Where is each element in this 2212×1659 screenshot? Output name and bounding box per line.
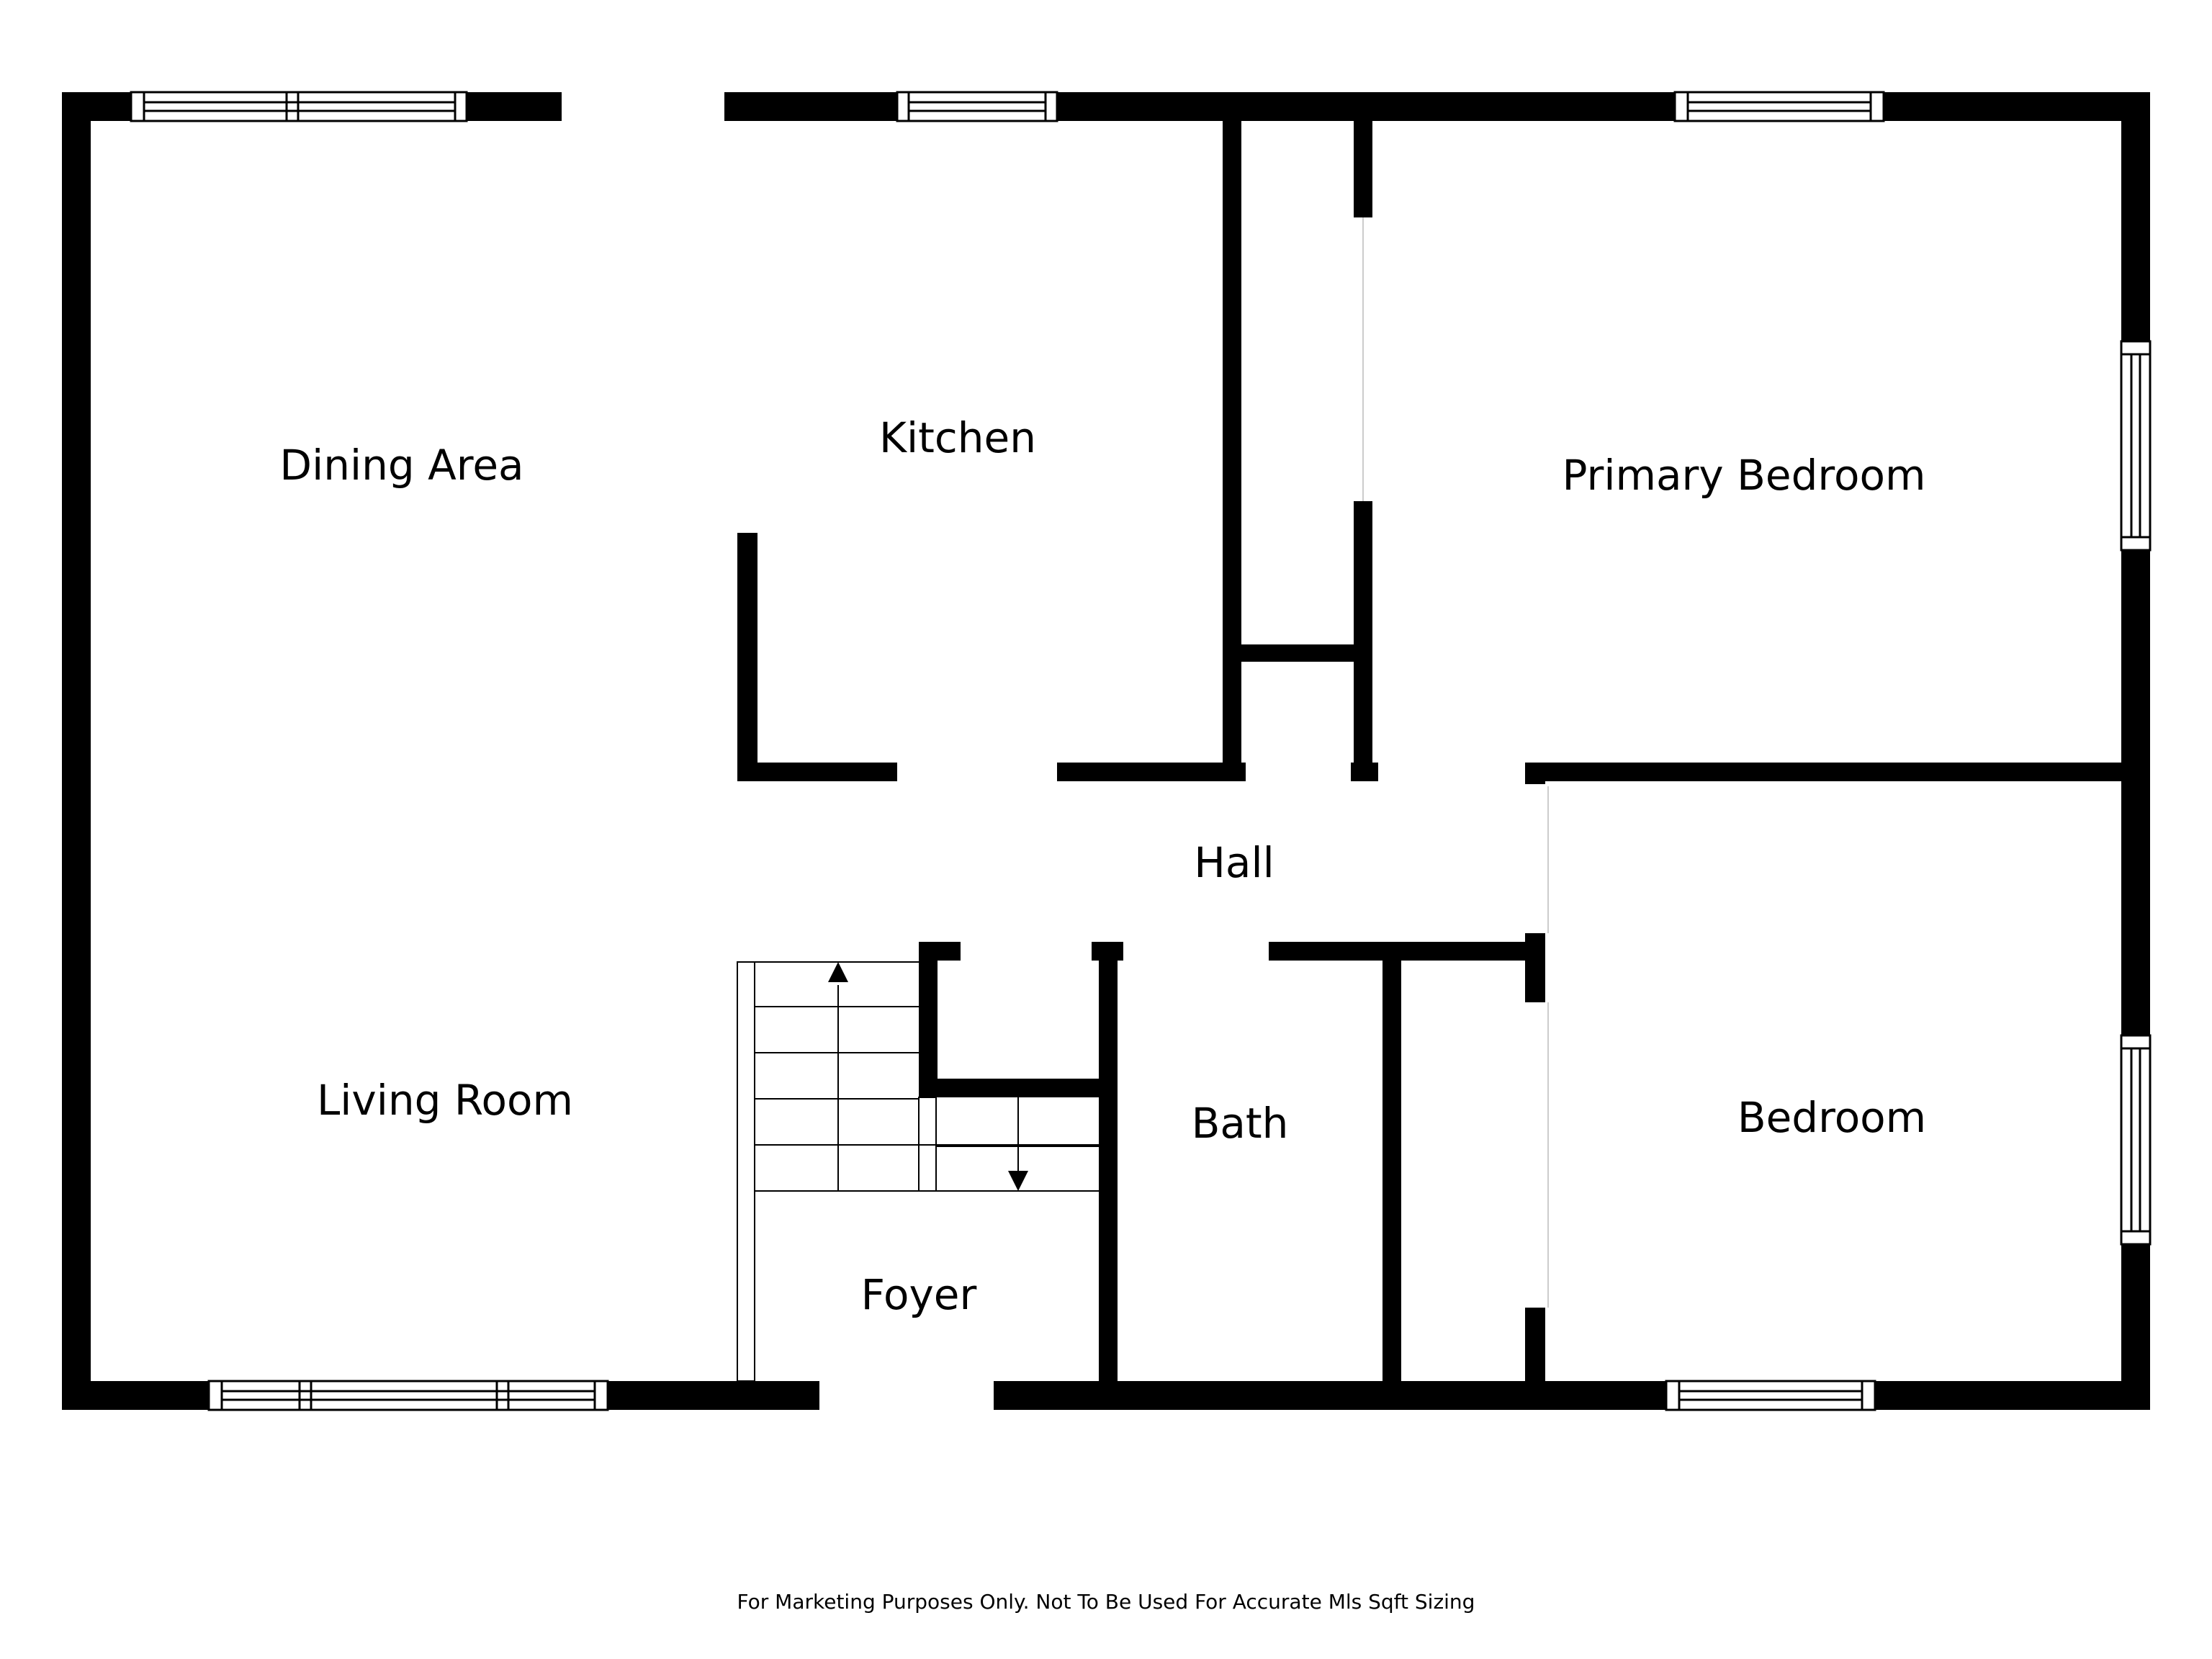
window-right-primary-bedroom xyxy=(2120,340,2152,552)
arrow-up-icon xyxy=(828,962,848,982)
bedroom-west-wall-bottom xyxy=(1525,1308,1545,1410)
interior-openings xyxy=(897,763,1525,961)
hall-south-wall-c xyxy=(1269,942,1545,961)
staircase xyxy=(737,961,1099,1382)
label-primary-bedroom: Primary Bedroom xyxy=(1563,451,1926,500)
kitchen-peninsula-wall xyxy=(737,533,757,781)
window-right-bedroom xyxy=(2120,1034,2152,1246)
doorway-bath xyxy=(1123,942,1269,961)
linen-closet-west-wall xyxy=(919,942,938,1097)
closet-wall-right-upper xyxy=(1354,121,1372,217)
bedroom-west-wall-top xyxy=(1525,763,1545,784)
disclaimer-text: For Marketing Purposes Only. Not To Be U… xyxy=(737,1590,1475,1614)
window-bottom-living-room xyxy=(207,1380,609,1411)
exterior-openings xyxy=(562,91,994,1411)
opening-outlines xyxy=(1362,217,1549,1308)
interior-walls xyxy=(737,121,2150,1410)
hall-north-wall-b xyxy=(1057,763,1246,781)
arrow-down-icon xyxy=(1008,1171,1028,1191)
label-bath: Bath xyxy=(1192,1099,1289,1148)
linen-closet-south-wall xyxy=(919,1079,1112,1097)
doorway-kitchen-hall xyxy=(897,763,1057,781)
window-top-dining xyxy=(130,91,468,122)
bath-west-wall xyxy=(1099,942,1118,1410)
room-labels: Dining Area Kitchen Primary Bedroom Hall… xyxy=(279,413,1926,1319)
label-bedroom: Bedroom xyxy=(1737,1093,1926,1142)
stair-arrowheads xyxy=(828,962,1028,1191)
closet-wall-right-lower xyxy=(1354,501,1372,781)
doorway-closet-hall xyxy=(1246,763,1351,781)
bath-east-wall xyxy=(1382,961,1401,1410)
closet-shelf-wall xyxy=(1223,644,1372,662)
closet-wall-left xyxy=(1223,121,1241,781)
label-dining-area: Dining Area xyxy=(279,441,523,490)
doorway-linen-closet xyxy=(961,942,1092,961)
windows xyxy=(130,91,2152,1411)
doorway-primary-bedroom xyxy=(1378,763,1525,781)
label-living-room: Living Room xyxy=(317,1076,573,1125)
label-foyer: Foyer xyxy=(861,1270,977,1319)
stair-railing-left xyxy=(737,961,755,1382)
label-kitchen: Kitchen xyxy=(879,413,1036,462)
hall-north-wall-a xyxy=(737,763,897,781)
exterior-wall-left xyxy=(62,92,91,1410)
label-hall: Hall xyxy=(1194,838,1274,887)
hall-north-wall-d xyxy=(1525,763,2150,781)
window-bottom-bedroom xyxy=(1665,1380,1876,1411)
window-top-kitchen xyxy=(896,91,1058,122)
window-top-primary-bedroom xyxy=(1673,91,1885,122)
doorway-front-entry xyxy=(819,1380,994,1411)
doorway-top-dining xyxy=(562,91,724,122)
